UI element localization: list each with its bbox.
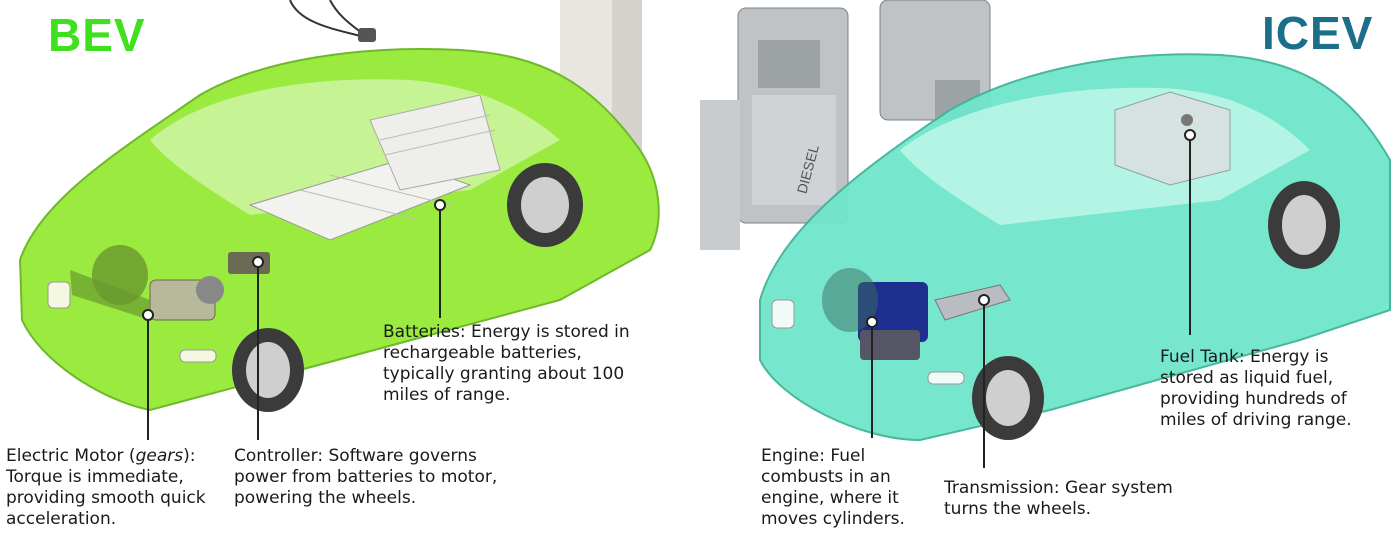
batteries-heading: Batteries: — [383, 322, 466, 342]
controller-label: Controller: Software governs power from … — [234, 446, 519, 509]
transmission-body: Gear system turns the wheels. — [944, 478, 1173, 519]
bev-front-wheel — [232, 328, 304, 412]
batteries-label: Batteries: Energy is stored in rechargea… — [383, 322, 653, 406]
motor-heading-end: ): — [183, 446, 196, 466]
icev-car-illustration: DIESEL — [700, 0, 1391, 468]
motor-heading: Electric Motor ( — [6, 446, 136, 466]
motor-body: Torque is immediate, providing smooth qu… — [6, 467, 206, 529]
engine-body: Fuel combusts in an engine, where it mov… — [761, 446, 905, 529]
icev-title: ICEV — [1262, 7, 1374, 59]
icev-panel: DIESEL — [700, 0, 1394, 537]
fuel-tank — [1114, 91, 1231, 186]
engine-label: Engine: Fuel combusts in an engine, wher… — [761, 446, 936, 530]
fuel-pump: DIESEL — [737, 7, 849, 224]
bev-car-illustration — [18, 0, 660, 440]
icev-rear-wheel — [1268, 181, 1340, 269]
bev-panel — [0, 0, 692, 537]
motor-heading-italic: gears — [135, 446, 184, 466]
bev-title: BEV — [48, 9, 146, 61]
motor-label: Electric Motor (gears): Torque is immedi… — [6, 446, 234, 530]
bev-headlight — [179, 349, 217, 363]
bev-grille — [70, 270, 150, 320]
electric-motor — [149, 276, 224, 321]
batteries-body: Energy is stored in rechargeable batteri… — [383, 322, 630, 405]
transmission-heading: Transmission: — [944, 478, 1060, 498]
engine-heading: Engine: — [761, 446, 825, 466]
icev-headlight — [927, 371, 965, 385]
fuel-tank-heading: Fuel Tank: — [1160, 347, 1245, 367]
controller-body: Software governs power from batteries to… — [234, 446, 498, 508]
transmission-label: Transmission: Gear system turns the whee… — [944, 478, 1194, 520]
icev-front-wheel — [972, 356, 1044, 440]
transmission-unit — [934, 284, 1011, 321]
battery-pack — [248, 94, 501, 241]
fuel-tank-label: Fuel Tank: Energy is stored as liquid fu… — [1160, 347, 1385, 431]
controller-heading: Controller: — [234, 446, 324, 466]
fuel-tank-body: Energy is stored as liquid fuel, providi… — [1160, 347, 1352, 430]
bev-rear-wheel — [507, 163, 583, 247]
charging-plug-icon — [358, 28, 376, 42]
